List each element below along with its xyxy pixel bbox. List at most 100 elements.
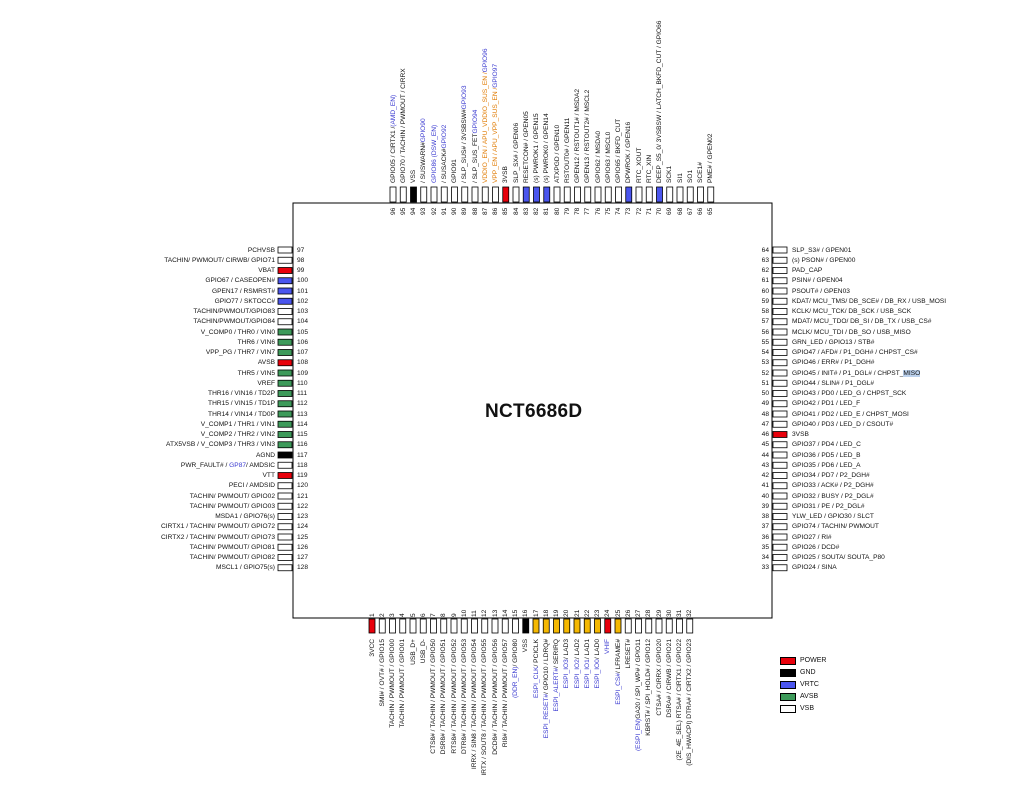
- pin-number: 86: [492, 207, 499, 215]
- legend-label: GND: [800, 669, 816, 676]
- pin-label-label: USB_D-: [419, 639, 427, 664]
- pin-label-label: GA20 / SPI_WP# / GPIO11: [635, 639, 642, 719]
- pin-label-label: / LFRAME#: [614, 639, 622, 674]
- pin-marker: [430, 618, 437, 634]
- pin-label-label: AGND: [255, 451, 275, 459]
- pin-number: 88: [471, 207, 479, 215]
- pin-marker: [772, 482, 788, 490]
- pin-number: 19: [553, 609, 560, 617]
- pin-number: 83: [522, 207, 530, 215]
- pin-label-label: 3VSB: [502, 166, 510, 183]
- pin-label-label: GPIO67 / CASEOPEN#: [205, 277, 275, 285]
- pin-marker: [614, 618, 622, 634]
- pin-marker: [553, 186, 561, 203]
- pin-label: SLP_SX# / GPEN06: [512, 123, 521, 183]
- pin-label: ESPI_IO2/ LAD2: [573, 639, 582, 689]
- pin-number: 30: [665, 609, 673, 617]
- pin-label-pre: VPP_PG /: [205, 349, 238, 356]
- pin-marker: [563, 186, 571, 203]
- pin-marker: [522, 618, 530, 634]
- pin-number: 63: [761, 256, 769, 264]
- pin-number: 42: [761, 472, 769, 479]
- pin-number: 68: [676, 207, 684, 215]
- pin-marker: [277, 318, 293, 326]
- pin-marker: [277, 308, 293, 315]
- pin-label: PSIN# / GPEN04: [792, 276, 843, 285]
- pin-marker: [277, 513, 293, 520]
- pin-label: / SUSACK#GPIO92: [440, 125, 449, 183]
- pin-label: PME# / GPEN02: [706, 134, 715, 183]
- pin-label: 3VCC: [368, 639, 377, 657]
- pin-marker: [277, 359, 293, 367]
- pin-marker: [676, 618, 683, 634]
- pin-label-pre: PWR_FAULT# /: [180, 461, 230, 469]
- pin-label-label: RI8# / TACHIN / PWMOUT / GPIO57: [501, 639, 509, 748]
- pin-marker: [277, 390, 293, 397]
- pin-number: 28: [645, 609, 653, 617]
- pin-label: GPIO62 / MSDA0: [594, 131, 603, 183]
- pin-marker: [277, 297, 293, 305]
- pin-number: 99: [297, 267, 305, 274]
- pin-label-label: TACHIN / PWMOUT / GPIO00: [389, 639, 396, 728]
- pin-marker: [772, 246, 788, 254]
- pin-label-label: VREF: [257, 379, 275, 387]
- pin-label-blue: GPIO97: [492, 63, 499, 88]
- pin-label: GPIO74 / TACHIN/ PWMOUT: [792, 522, 879, 531]
- pin-number: 80: [553, 207, 561, 215]
- pin-label-label: TACHIN/PWMOUT/GPIO84: [193, 318, 275, 326]
- pin-label: CTSA# / CIRRX / GPIO20: [655, 639, 664, 716]
- pin-number: 90: [451, 207, 458, 215]
- pin-number: 121: [297, 492, 309, 500]
- pin-label-label: TACHIN / PWMOUT / GPIO01: [399, 639, 407, 728]
- pin-number: 65: [707, 207, 715, 215]
- pin-label: (s) PSON# / GPEN00: [792, 256, 855, 265]
- pin-number: 56: [761, 328, 769, 336]
- pin-marker: [277, 502, 293, 510]
- pin-number: 4: [399, 613, 407, 617]
- pin-label: GPIO46 / ERR# / P1_DGH#: [792, 358, 874, 367]
- pin-label-label: GRN_LED / GPIO13 / STB#: [792, 338, 875, 346]
- pin-label: PWR_FAULT# / GP87/ AMDSIC: [181, 461, 275, 470]
- pin-label: GPIO35 / PD6 / LED_A: [792, 461, 861, 470]
- pin-label: DSR8# / TACHIN / PWMOUT / GPIO51: [439, 639, 448, 754]
- pin-number: 47: [761, 420, 769, 428]
- pin-label: IRRX / SIN8 / TACHIN / PWMOUT / GPIO54: [470, 639, 479, 769]
- pin-number: 53: [761, 359, 769, 367]
- pin-label-label: RTS8# / TACHIN / PWMOUT / GPIO52: [450, 639, 458, 754]
- legend-label: AVSB: [800, 693, 819, 700]
- pin-label-label: VSS: [522, 639, 530, 653]
- pin-marker: [378, 618, 386, 634]
- pin-label: GPIO36 / PD5 / LED_B: [792, 451, 861, 460]
- pin-number: 31: [676, 609, 683, 617]
- pin-marker: [277, 267, 293, 274]
- pin-label-label: THR15 / VIN15 / TD1P: [208, 400, 275, 408]
- pin-number: 112: [297, 400, 308, 408]
- pin-label: GPIO33 / ACK# / P2_DGH#: [792, 481, 874, 490]
- pin-label-blue: (AMD_EN): [389, 94, 397, 127]
- pin-marker: [772, 420, 788, 428]
- pin-number: 1: [368, 613, 376, 617]
- pin-marker: [772, 492, 788, 500]
- pin-number: 33: [761, 564, 769, 572]
- pin-marker: [772, 267, 788, 274]
- pin-label-label: GPIO41 / PD2 / LED_E / CHPST_MOSI: [792, 410, 909, 418]
- pin-number: 50: [761, 390, 769, 397]
- pin-label-blue: GPIO90: [420, 118, 428, 143]
- pin-number: 12: [481, 609, 489, 617]
- pin-label-label: GPEN13 / RSTOUT2# / MSCL2: [584, 89, 592, 183]
- pin-label-label: KCLK/ MCU_TCK/ DB_SCK / USB_SCK: [792, 308, 912, 315]
- pin-label-label: GPIO25 / SOUTA/ SOUTA_P80: [792, 554, 885, 561]
- pin-label: DEEP_S5_0/ 3VSBSW / LATCH_BKFD_CUT / GPI…: [655, 21, 664, 183]
- legend-label: VSB: [800, 705, 815, 712]
- pin-label: (DDR_EN)/ GPIO80: [511, 639, 520, 698]
- pin-number: 36: [761, 533, 769, 541]
- pin-number: 66: [697, 207, 704, 215]
- pin-marker: [772, 308, 788, 315]
- legend-swatch: [780, 705, 796, 713]
- pin-label: PAD_CAP: [792, 266, 822, 275]
- pin-marker: [277, 256, 293, 264]
- pin-marker: [772, 277, 788, 285]
- pin-label: VSS: [521, 639, 530, 652]
- pin-label-orange: VDDIO_EN / APU_VDDIO_SUS_EN /: [481, 72, 489, 183]
- pin-marker: [772, 461, 788, 469]
